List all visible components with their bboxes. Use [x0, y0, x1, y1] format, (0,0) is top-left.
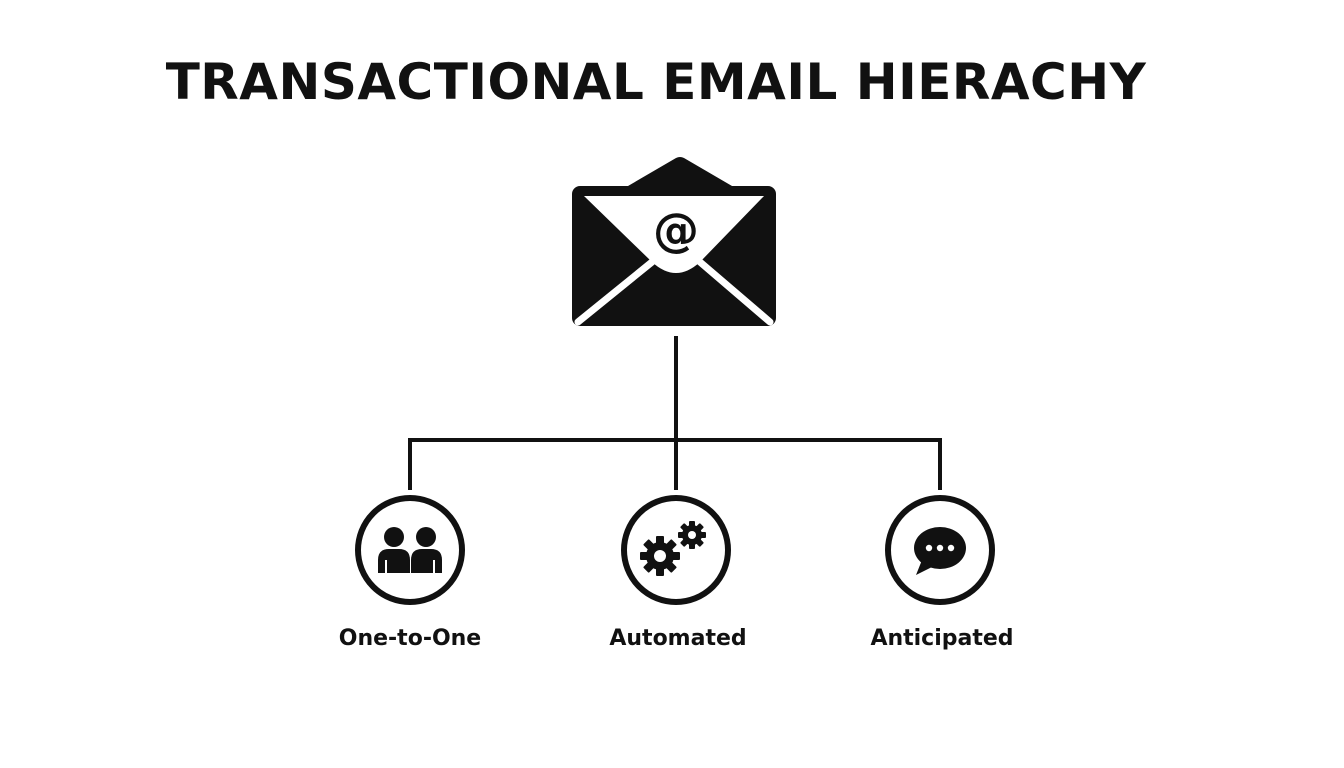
people-icon [378, 527, 442, 573]
gears-icon [640, 521, 706, 576]
node-anticipated [885, 495, 995, 605]
chat-bubble-icon [914, 527, 966, 575]
node-label-anticipated: Anticipated [870, 626, 1014, 651]
node-label-automated: Automated [609, 626, 747, 651]
at-symbol: @ [653, 203, 699, 257]
connector-lines [408, 336, 942, 490]
envelope-at-icon: @ [572, 157, 776, 326]
node-label-one-to-one: One-to-One [338, 626, 482, 651]
diagram-title: TRANSACTIONAL EMAIL HIERACHY [165, 53, 1147, 111]
node-one-to-one [355, 495, 465, 605]
node-automated [621, 495, 731, 605]
